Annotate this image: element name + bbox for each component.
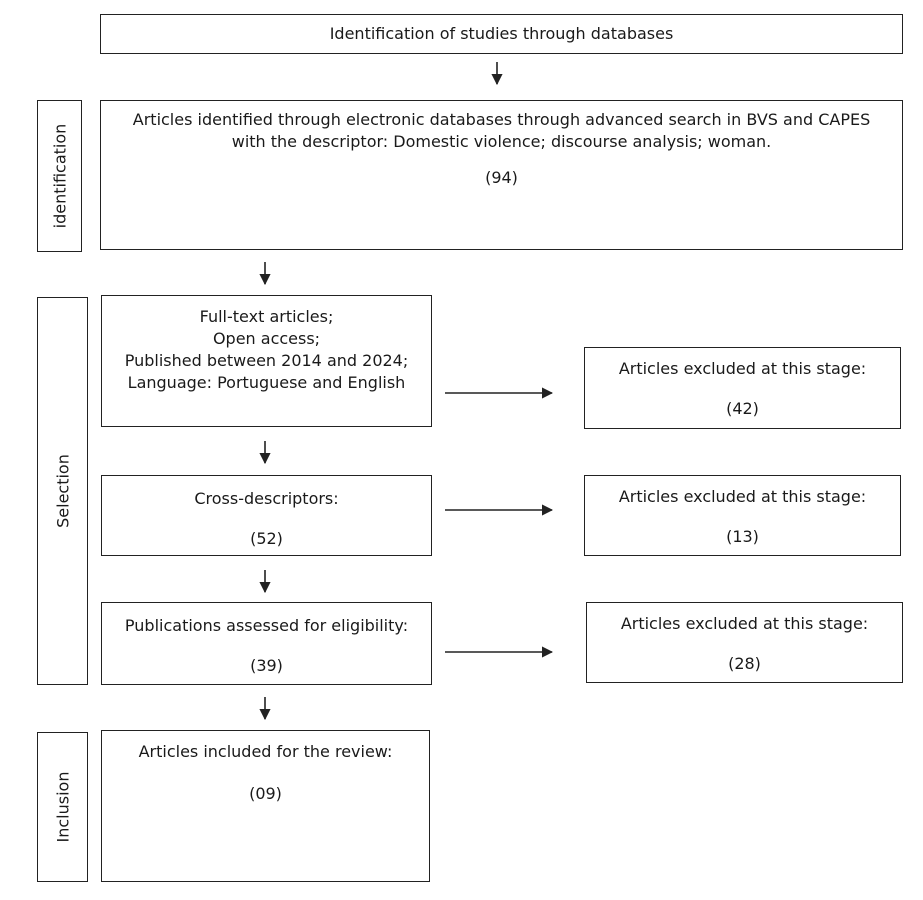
- stage-label-identification-box: identification: [37, 100, 82, 252]
- excluded-count-3: (28): [728, 654, 761, 673]
- cross-descriptors-label: Cross-descriptors:: [194, 489, 339, 508]
- excluded-label-2: Articles excluded at this stage:: [618, 487, 867, 506]
- cross-descriptors-box: Cross-descriptors: (52): [101, 475, 432, 556]
- stage-label-identification: identification: [50, 123, 69, 229]
- excluded-box-3: Articles excluded at this stage: (28): [586, 602, 903, 683]
- filter-line-2: Open access;: [212, 329, 321, 348]
- filters-box: Full-text articles; Open access; Publish…: [101, 295, 432, 427]
- cross-descriptors-count: (52): [250, 529, 283, 548]
- identification-line-2: with the descriptor: Domestic violence; …: [231, 132, 772, 151]
- top-title: Identification of studies through databa…: [329, 24, 674, 43]
- included-label: Articles included for the review:: [138, 742, 393, 761]
- filter-line-1: Full-text articles;: [199, 307, 334, 326]
- identification-line-1: Articles identified through electronic d…: [132, 110, 871, 129]
- filter-line-4: Language: Portuguese and English: [127, 373, 406, 392]
- identification-box: Articles identified through electronic d…: [100, 100, 903, 250]
- stage-label-inclusion: Inclusion: [53, 771, 72, 843]
- excluded-label-1: Articles excluded at this stage:: [618, 359, 867, 378]
- excluded-label-3: Articles excluded at this stage:: [620, 614, 869, 633]
- stage-label-inclusion-box: Inclusion: [37, 732, 88, 882]
- included-count: (09): [249, 784, 282, 803]
- top-title-box: Identification of studies through databa…: [100, 14, 903, 54]
- filter-line-3: Published between 2014 and 2024;: [124, 351, 409, 370]
- eligibility-box: Publications assessed for eligibility: (…: [101, 602, 432, 685]
- excluded-box-1: Articles excluded at this stage: (42): [584, 347, 901, 429]
- eligibility-count: (39): [250, 656, 283, 675]
- identification-count: (94): [485, 168, 518, 187]
- stage-label-selection: Selection: [53, 454, 72, 528]
- excluded-count-2: (13): [726, 527, 759, 546]
- excluded-box-2: Articles excluded at this stage: (13): [584, 475, 901, 556]
- included-box: Articles included for the review: (09): [101, 730, 430, 882]
- stage-label-selection-box: Selection: [37, 297, 88, 685]
- eligibility-label: Publications assessed for eligibility:: [124, 616, 409, 635]
- excluded-count-1: (42): [726, 399, 759, 418]
